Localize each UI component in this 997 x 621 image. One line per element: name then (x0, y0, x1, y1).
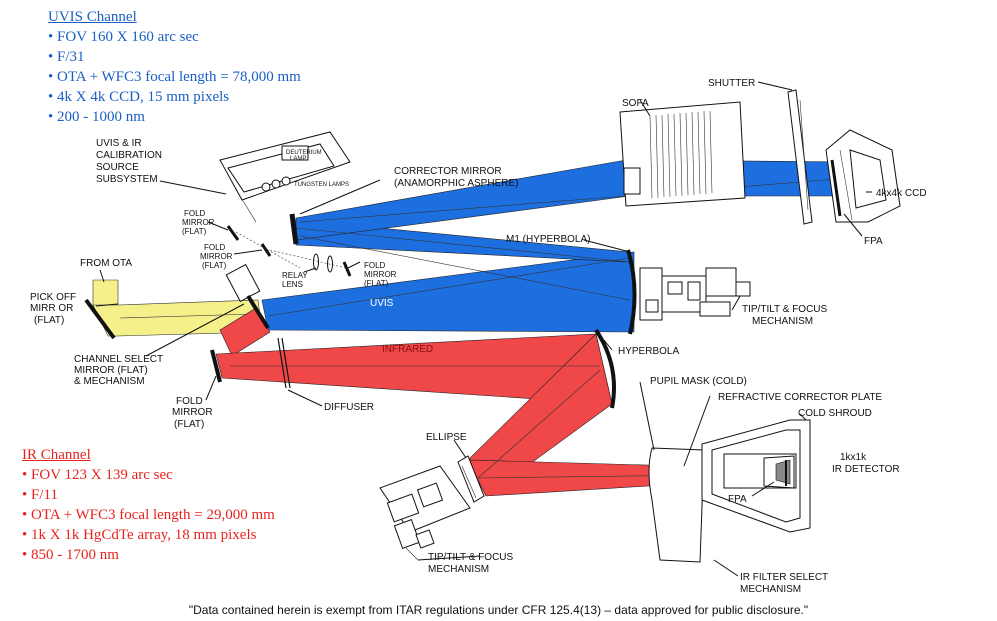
sofa-label: SOFA (622, 98, 649, 109)
diffuser-label: DIFFUSER (324, 402, 374, 413)
from-ota-label: FROM OTA (80, 258, 132, 269)
ir-spec-list: FOV 123 X 139 arc sec F/11 OTA + WFC3 fo… (22, 465, 275, 565)
ir-spec-item: FOV 123 X 139 arc sec (22, 465, 275, 485)
deuterium-lamp-label: LAMP (290, 156, 306, 162)
cal-subsystem-label: UVIS & IR (96, 138, 142, 149)
itar-disclaimer: "Data contained herein is exempt from IT… (188, 603, 809, 617)
ir-fpa-label: FPA (728, 494, 747, 505)
pupil-mask-label: PUPIL MASK (COLD) (650, 376, 747, 387)
ir-tiptilt-label: MECHANISM (428, 564, 489, 575)
ir-channel-title: IR Channel (22, 447, 91, 463)
ir-filter-label: MECHANISM (740, 584, 801, 595)
corrector-mirror (289, 213, 299, 245)
ir-beam (215, 307, 781, 497)
shutter (787, 89, 813, 225)
shutter-label: SHUTTER (708, 78, 755, 89)
cal-subsystem-label: CALIBRATION (96, 150, 162, 161)
ir-detector-dewar (648, 419, 811, 563)
ellipse-label: ELLIPSE (426, 432, 467, 443)
fold-mirror-2-label: MIRROR (200, 252, 233, 261)
uvis-spec-list: FOV 160 X 160 arc sec F/31 OTA + WFC3 fo… (48, 27, 301, 127)
channel-select-mirror (225, 263, 270, 330)
ir-fold-mirror (210, 349, 222, 383)
ir-tiptilt-label: TIP/TILT & FOCUS (428, 552, 514, 563)
uvis-spec-item: F/31 (48, 47, 301, 67)
ir-tiptilt-mechanism (379, 465, 471, 561)
uvis-channel-title: UVIS Channel (48, 9, 137, 25)
fold-mirror-2-label: FOLD (204, 243, 226, 252)
ir-filter-label: IR FILTER SELECT (740, 572, 828, 583)
ir-spec-item: 1k X 1k HgCdTe array, 18 mm pixels (22, 525, 275, 545)
uvis-beam-label: UVIS (370, 298, 394, 309)
uvis-spec-item: 200 - 1000 nm (48, 107, 301, 127)
uvis-fpa-label: FPA (864, 236, 883, 247)
cal-subsystem-label: SOURCE (96, 162, 139, 173)
relay-lens-label: RELAY (282, 271, 308, 280)
uvis-channel-specs: UVIS Channel FOV 160 X 160 arc sec F/31 … (48, 7, 301, 127)
uvis-spec-item: FOV 160 X 160 arc sec (48, 27, 301, 47)
ota-beam (92, 279, 263, 337)
tungsten-lamps-label: TUNGSTEN LAMPS (294, 182, 349, 188)
m1-label: M1 (HYPERBOLA) (506, 234, 590, 245)
deuterium-lamp-label: DEUTERIUM (286, 150, 322, 156)
uvis-ccd-fpa (825, 129, 901, 223)
channel-select-label: & MECHANISM (74, 376, 145, 387)
fold-mirror-1-label: MIRROR (182, 218, 215, 227)
uvis-spec-item: 4k X 4k CCD, 15 mm pixels (48, 87, 301, 107)
corrector-mirror-label: (ANAMORPHIC ASPHERE) (394, 178, 518, 189)
uvis-tiptilt-mechanism (639, 267, 751, 321)
channel-select-label: CHANNEL SELECT (74, 354, 163, 365)
ellipse-mirror (457, 455, 485, 503)
pickoff-mirror-label: (FLAT) (34, 315, 64, 326)
ir-detector-label: IR DETECTOR (832, 464, 900, 475)
calibration-subsystem (219, 131, 351, 223)
ir-spec-item: 850 - 1700 nm (22, 545, 275, 565)
sofa-assembly (619, 101, 746, 207)
ir-detector-label: 1kx1k (840, 452, 867, 463)
ir-hyperbola-label: HYPERBOLA (618, 346, 679, 357)
ir-spec-item: OTA + WFC3 focal length = 29,000 mm (22, 505, 275, 525)
ir-channel-specs: IR Channel FOV 123 X 139 arc sec F/11 OT… (22, 445, 275, 565)
ir-hyperbola-mirror (594, 328, 616, 409)
pickoff-mirror-label: PICK OFF (30, 292, 76, 303)
ccd-label: 4kx4k CCD (876, 188, 927, 199)
cal-subsystem-label: SUBSYSTEM (96, 174, 158, 185)
ir-spec-item: F/11 (22, 485, 275, 505)
uvis-spec-item: OTA + WFC3 focal length = 78,000 mm (48, 67, 301, 87)
uvis-tiptilt-label: TIP/TILT & FOCUS (742, 304, 828, 315)
leader-lines (95, 81, 872, 577)
fold-mirror-3-label: FOLD (364, 261, 386, 270)
pickoff-mirror-label: MIRR OR (30, 303, 73, 314)
fold-mirror-3-label: (FLAT) (364, 279, 389, 288)
fold-mirror-1-label: FOLD (184, 209, 206, 218)
m1-mirror (626, 249, 637, 335)
diffuser (277, 337, 291, 389)
uvis-tiptilt-label: MECHANISM (752, 316, 813, 327)
fold-mirror-1-label: (FLAT) (182, 227, 207, 236)
fold-mirror-3-label: MIRROR (364, 270, 397, 279)
fold-mirrors (226, 225, 352, 277)
refractive-corrector-label: REFRACTIVE CORRECTOR PLATE (718, 392, 882, 403)
infrared-beam-label: INFRARED (382, 344, 433, 355)
channel-select-label: MIRROR (FLAT) (74, 365, 148, 376)
pickoff-mirror (84, 298, 116, 340)
corrector-mirror-label: CORRECTOR MIRROR (394, 166, 502, 177)
ir-fold-mirror-label: FOLD (176, 396, 203, 407)
fold-mirror-2-label: (FLAT) (202, 261, 227, 270)
ir-fold-mirror-label: (FLAT) (174, 419, 204, 430)
ir-fold-mirror-label: MIRROR (172, 407, 213, 418)
cold-shroud-label: COLD SHROUD (798, 408, 872, 419)
diagram-labels: UVIS & IR CALIBRATION SOURCE SUBSYSTEM D… (30, 78, 927, 595)
relay-lens-label: LENS (282, 280, 303, 289)
